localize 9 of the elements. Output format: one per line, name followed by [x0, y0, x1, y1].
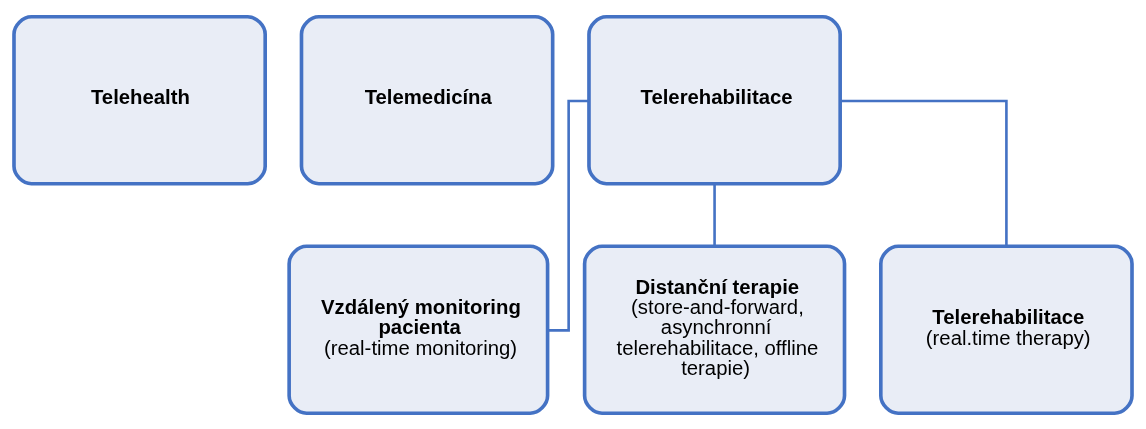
node-box: Telehealth — [12, 14, 267, 186]
node-box: Telemedicína — [299, 14, 555, 186]
node-box: Distanční terapie (store-and-forward, asynchronní telerehabilitace, offline terapie) — [582, 243, 847, 415]
connector — [713, 183, 716, 246]
node-box: Telerehabilitace — [587, 14, 842, 186]
connector — [547, 99, 589, 332]
node-box: Vzdálený monitoring pacienta (real-time monitoring) — [287, 243, 550, 415]
connector — [840, 99, 1008, 246]
node-box: Telerehabilitace (real.time therapy) — [879, 243, 1134, 415]
